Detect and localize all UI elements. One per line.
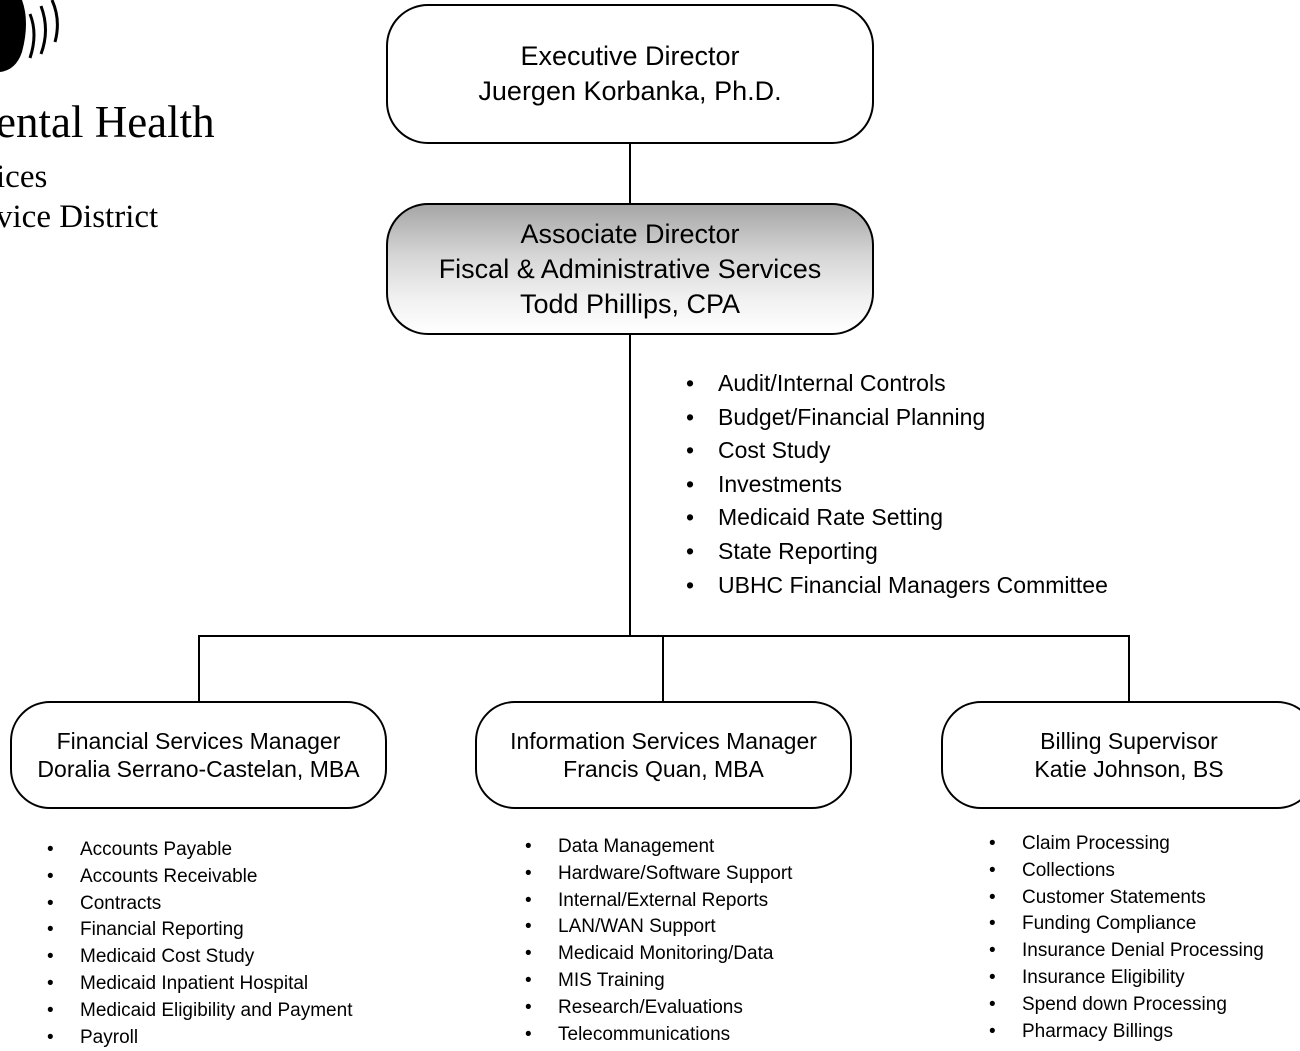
associate-name: Todd Phillips, CPA (519, 288, 741, 319)
connector-billing (1128, 635, 1130, 702)
information-duties-list: Data Management Hardware/Software Suppor… (525, 834, 792, 1048)
information-name: Francis Quan, MBA (563, 756, 764, 782)
list-item: Cost Study (686, 434, 1108, 468)
logo-subtitle-1: ices (0, 159, 48, 195)
connector-information (662, 635, 664, 702)
information-title: Information Services Manager (510, 728, 817, 754)
list-item: Budget/Financial Planning (686, 401, 1108, 435)
billing-name: Katie Johnson, BS (1034, 756, 1224, 782)
associate-title: Associate Director (520, 218, 740, 249)
billing-duties-list: Claim Processing Collections Customer St… (989, 831, 1264, 1045)
billing-supervisor-box: Billing Supervisor Katie Johnson, BS (941, 701, 1300, 809)
associate-director-box: Associate Director Fiscal & Administrati… (386, 203, 874, 335)
connector-horizontal (198, 635, 1130, 637)
list-item: Contracts (47, 891, 352, 918)
associate-duties-list: Audit/Internal Controls Budget/Financial… (686, 367, 1108, 602)
billing-title: Billing Supervisor (1040, 728, 1218, 754)
list-item: Medicaid Rate Setting (686, 501, 1108, 535)
list-item: Telecommunications (525, 1022, 792, 1049)
logo-title: ental Health (0, 97, 215, 147)
list-item: Insurance Denial Processing (989, 938, 1264, 965)
list-item: Collections (989, 858, 1264, 885)
logo: ental Health ices vice District (0, 0, 230, 240)
list-item: Audit/Internal Controls (686, 367, 1108, 401)
list-item: Internal/External Reports (525, 888, 792, 915)
list-item: Medicaid Monitoring/Data (525, 941, 792, 968)
information-manager-box: Information Services Manager Francis Qua… (475, 701, 852, 809)
list-item: Data Management (525, 834, 792, 861)
list-item: UBHC Financial Managers Committee (686, 569, 1108, 603)
list-item: Accounts Payable (47, 837, 352, 864)
associate-dept: Fiscal & Administrative Services (438, 253, 822, 284)
list-item: State Reporting (686, 535, 1108, 569)
list-item: Medicaid Cost Study (47, 944, 352, 971)
executive-director-box: Executive Director Juergen Korbanka, Ph.… (386, 4, 874, 144)
list-item: Hardware/Software Support (525, 861, 792, 888)
financial-title: Financial Services Manager (56, 728, 341, 754)
list-item: Funding Compliance (989, 911, 1264, 938)
logo-head-icon (0, 0, 59, 72)
list-item: Investments (686, 468, 1108, 502)
financial-duties-list: Accounts Payable Accounts Receivable Con… (47, 837, 352, 1051)
list-item: Spend down Processing (989, 992, 1264, 1019)
executive-title: Executive Director (520, 41, 740, 71)
list-item: Financial Reporting (47, 917, 352, 944)
list-item: Medicaid Inpatient Hospital (47, 971, 352, 998)
connector-assoc-down (629, 334, 631, 636)
list-item: Payroll (47, 1025, 352, 1051)
list-item: Customer Statements (989, 885, 1264, 912)
executive-name: Juergen Korbanka, Ph.D. (478, 76, 782, 106)
list-item: Accounts Receivable (47, 864, 352, 891)
list-item: Pharmacy Billings (989, 1019, 1264, 1046)
list-item: Claim Processing (989, 831, 1264, 858)
financial-name: Doralia Serrano-Castelan, MBA (37, 756, 360, 782)
list-item: Research/Evaluations (525, 995, 792, 1022)
connector-financial (198, 635, 200, 702)
financial-manager-box: Financial Services Manager Doralia Serra… (10, 701, 387, 809)
list-item: LAN/WAN Support (525, 914, 792, 941)
list-item: MIS Training (525, 968, 792, 995)
logo-subtitle-2: vice District (0, 199, 159, 235)
list-item: Insurance Eligibility (989, 965, 1264, 992)
list-item: Medicaid Eligibility and Payment (47, 998, 352, 1025)
connector-exec-assoc (629, 143, 631, 204)
